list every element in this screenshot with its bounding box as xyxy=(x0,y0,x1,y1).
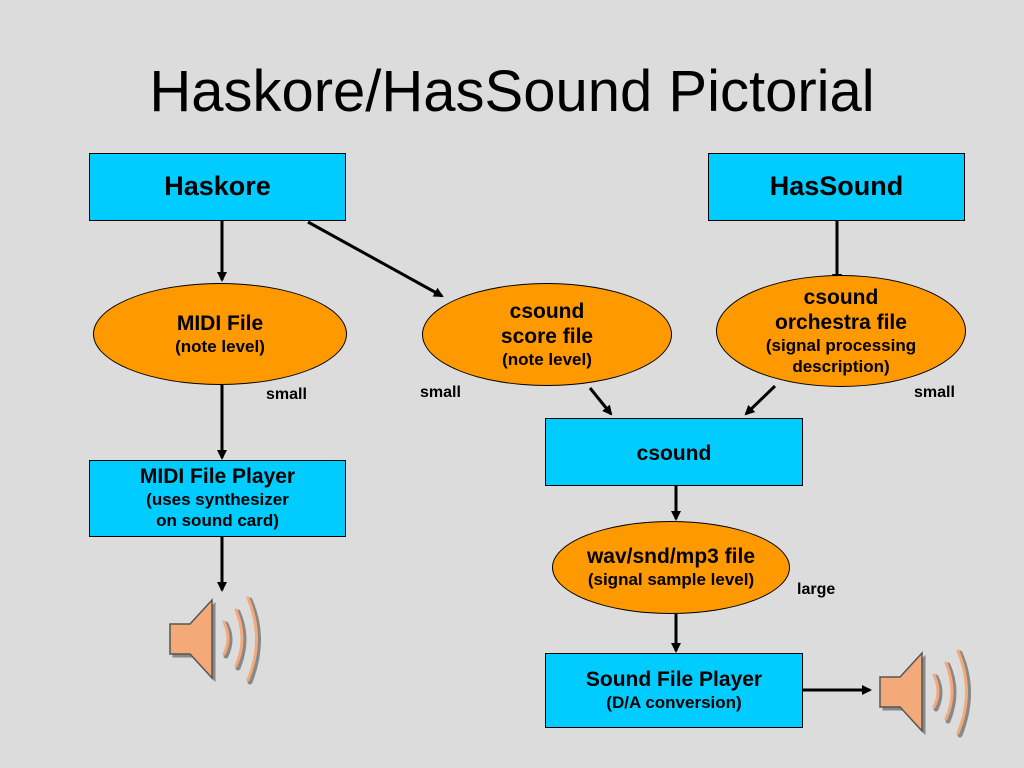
haskore-label: Haskore xyxy=(164,171,271,202)
wav-file-subtitle: (signal sample level) xyxy=(587,570,755,590)
midi-player-line2: (uses synthesizer xyxy=(146,490,289,510)
sound-player-title: Sound File Player xyxy=(585,668,763,692)
sound-player-box: Sound File Player (D/A conversion) xyxy=(545,653,803,728)
orchestra-file-oval: csound orchestra file (signal processing… xyxy=(716,275,966,387)
orchestra-file-line2: orchestra file xyxy=(775,310,907,334)
score-file-subtitle: (note level) xyxy=(502,350,592,370)
midi-player-line3: on sound card) xyxy=(156,511,279,531)
wav-size-label: large xyxy=(797,581,836,598)
hassound-label: HasSound xyxy=(769,171,904,202)
csound-label: csound xyxy=(636,442,712,465)
orchestra-size-label: small xyxy=(914,384,955,401)
score-file-line1: csound xyxy=(509,299,585,323)
score-size-label: small xyxy=(420,384,461,401)
sound-player-subtitle: (D/A conversion) xyxy=(606,693,742,713)
midi-file-title: MIDI File xyxy=(176,311,264,335)
page-title: Haskore/HasSound Pictorial xyxy=(149,59,875,124)
orchestra-file-line4: description) xyxy=(792,357,890,377)
haskore-box: Haskore xyxy=(89,153,346,221)
speaker-icon xyxy=(879,649,971,738)
speaker-icon xyxy=(169,596,261,685)
midi-player-title: MIDI File Player xyxy=(139,465,296,488)
orchestra-file-line3: (signal processing xyxy=(765,335,917,355)
wav-file-title: wav/snd/mp3 file xyxy=(586,545,756,569)
score-file-oval: csound score file (note level) xyxy=(422,283,672,386)
arrow-score-csound xyxy=(588,387,613,416)
wav-file-oval: wav/snd/mp3 file (signal sample level) xyxy=(552,521,790,614)
arrow-orchestra-csound xyxy=(744,384,777,416)
midi-player-box: MIDI File Player (uses synthesizer on so… xyxy=(89,460,346,537)
midi-size-label: small xyxy=(266,386,307,403)
midi-file-oval: MIDI File (note level) xyxy=(93,283,347,385)
arrow-haskore-score xyxy=(307,220,444,298)
csound-box: csound xyxy=(545,418,803,486)
score-file-line2: score file xyxy=(500,324,594,348)
midi-file-subtitle: (note level) xyxy=(175,336,265,356)
orchestra-file-line1: csound xyxy=(803,285,879,309)
hassound-box: HasSound xyxy=(708,153,965,221)
